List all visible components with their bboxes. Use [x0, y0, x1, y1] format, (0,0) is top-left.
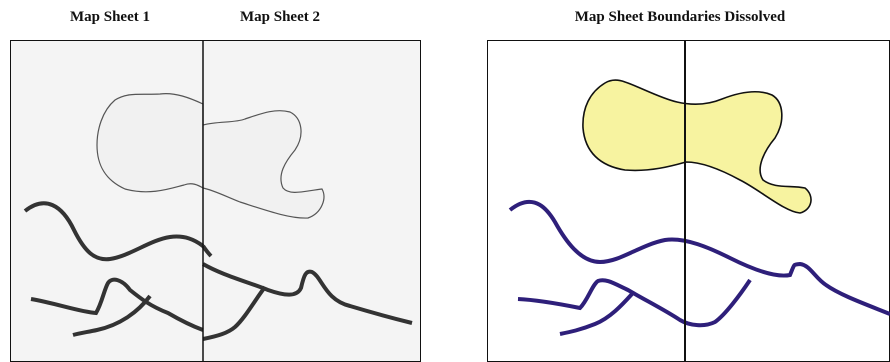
right-map-frame [487, 40, 890, 362]
line-sheet-2-branch [202, 285, 267, 341]
line-sheet-1-branch [72, 294, 152, 337]
dissolved-line-branch [559, 292, 634, 336]
polygon-sheet-2 [202, 110, 325, 219]
right-panel [487, 40, 890, 362]
line-sheet-1-upper [23, 201, 205, 262]
dissolved-polygon [582, 79, 812, 214]
title-map-sheet-2: Map Sheet 2 [240, 9, 320, 25]
dissolved-line-upper [508, 200, 890, 316]
line-sheet-2-main [201, 262, 413, 325]
title-boundaries-dissolved: Map Sheet Boundaries Dissolved [574, 9, 786, 25]
left-panel [10, 40, 421, 362]
title-map-sheet-1: Map Sheet 1 [70, 9, 150, 25]
line-sheet-1-lower [30, 277, 204, 332]
dissolved-line-lower [517, 278, 752, 328]
polygon-sheet-1 [96, 93, 204, 193]
left-map-frame [10, 40, 421, 362]
